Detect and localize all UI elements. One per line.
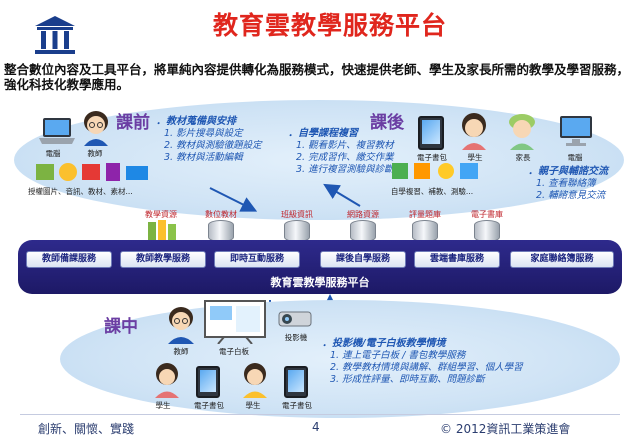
student-in-class-icon-2 — [240, 362, 270, 398]
after-class-items: ．自學課程複習 1. 觀看影片、複習教材 2. 完成習作、繳交作業 3. 進行複… — [288, 128, 418, 176]
resource-label-2: 班級資訊 — [281, 210, 313, 219]
laptop-icon — [38, 116, 76, 146]
parent-items: ．親子與輔諮交流 1. 查看聯絡簿 2. 輔諮意見交流 — [528, 166, 632, 202]
before-item-3: 3. 教材與活動編輯 — [164, 152, 243, 163]
in-class-item-2: 2. 教學教材情境與講解、群組學習、個人學習 — [330, 362, 523, 373]
in-class-item-1: 1. 連上電子白板 / 書包教學服務 — [330, 350, 466, 361]
student-after-icon — [458, 112, 490, 150]
resource-label-1: 數位教材 — [205, 210, 237, 219]
parent-item-1: 1. 查看聯絡簿 — [536, 178, 596, 189]
in-class-label: 課中 — [104, 317, 138, 337]
student-in-class-icon-1 — [152, 362, 182, 398]
self-study-label: 自學複習、補教、測驗... — [390, 187, 474, 196]
digital-materials-db-icon — [208, 220, 234, 242]
teaching-resources-icon — [146, 218, 180, 244]
service-teacher-teaching: 教師教學服務 — [120, 251, 206, 268]
ebook-label-in-class-1: 電子書包 — [194, 401, 224, 410]
parent-item-0: ．親子與輔諮交流 — [528, 166, 608, 177]
computer-after-icon — [556, 114, 596, 148]
in-class-items: ．投影機/電子白板教學情境 1. 連上電子白板 / 書包教學服務 2. 教學教材… — [322, 338, 622, 386]
ebook-label-after: 電子書包 — [417, 153, 447, 162]
ebook-library-db-icon — [474, 220, 500, 242]
after-item-2: 2. 完成習作、繳交作業 — [296, 152, 394, 163]
resource-label-0: 教學資源 — [145, 210, 177, 219]
resource-label-4: 評量題庫 — [409, 210, 441, 219]
in-class-item-0: ．投影機/電子白板教學情境 — [322, 338, 446, 349]
lower-cloud — [60, 300, 620, 418]
parent-icon — [506, 112, 538, 150]
self-study-icons — [390, 160, 482, 182]
in-class-item-3: 3. 形成性評量、即時互動、問題診斷 — [330, 374, 485, 385]
page-number: 4 — [312, 420, 320, 434]
teacher-label-before: 教師 — [87, 149, 103, 158]
teacher-label-in-class: 教師 — [173, 347, 189, 356]
student-label-after: 學生 — [467, 153, 483, 162]
institution-logo-icon — [33, 14, 77, 56]
after-item-3: 3. 進行複習測驗與診斷 — [296, 164, 394, 175]
ebook-in-class-icon-1 — [196, 366, 220, 398]
teacher-before-icon — [80, 110, 112, 146]
parent-item-2: 2. 輔諮意見交流 — [536, 190, 606, 201]
after-class-label: 課後 — [370, 113, 404, 133]
projector-label: 投影機 — [284, 333, 308, 342]
after-item-1: 1. 觀看影片、複習教材 — [296, 140, 394, 151]
resource-label-5: 電子書庫 — [471, 210, 503, 219]
before-class-label: 課前 — [116, 113, 150, 133]
footer-divider — [20, 414, 620, 415]
ebook-in-class-icon-2 — [284, 366, 308, 398]
service-family-contact: 家庭聯絡簿服務 — [510, 251, 614, 268]
ebook-label-in-class-2: 電子書包 — [282, 401, 312, 410]
before-item-0: ．教材蒐備與安排 — [156, 116, 236, 127]
footer-motto: 創新、關懷、實踐 — [38, 422, 135, 436]
computer-label-before: 電腦 — [45, 149, 61, 158]
service-self-study: 課後自學服務 — [320, 251, 406, 268]
ebook-tablet-icon — [418, 116, 444, 150]
after-item-0: ．自學課程複習 — [288, 128, 358, 139]
whiteboard-icon — [204, 300, 266, 345]
teacher-in-class-icon — [164, 306, 198, 344]
footer-copyright: © 2012資訊工業策進會 — [440, 422, 571, 436]
service-teacher-prep: 教師備課服務 — [26, 251, 112, 268]
page-title: 教育雲教學服務平台 — [212, 11, 447, 40]
materials-icons — [34, 160, 154, 184]
before-item-1: 1. 影片搜尋與設定 — [164, 128, 243, 139]
service-cloud-library: 雲端書庫服務 — [414, 251, 500, 268]
student-label-in-class-2: 學生 — [245, 401, 261, 410]
before-class-items: ．教材蒐備與安排 1. 影片搜尋與設定 2. 教材與測驗徹題設定 3. 教材與活… — [156, 116, 286, 164]
whiteboard-label: 電子白板 — [219, 347, 249, 356]
intro-text: 整合數位內容及工具平台，將單純內容提供轉化為服務模式，快速提供老師、學生及家長所… — [4, 62, 630, 92]
web-resources-db-icon — [350, 220, 376, 242]
parent-label: 家長 — [515, 153, 531, 162]
computer-label-after: 電腦 — [567, 153, 583, 162]
assessment-bank-db-icon — [412, 220, 438, 242]
service-realtime-interaction: 即時互動服務 — [214, 251, 300, 268]
materials-label: 授權圖片、音訊、教材、素材... — [28, 187, 133, 196]
class-info-db-icon — [284, 220, 310, 242]
projector-icon — [278, 308, 312, 330]
platform-label: 教育雲教學服務平台 — [270, 276, 370, 289]
before-item-2: 2. 教材與測驗徹題設定 — [164, 140, 262, 151]
resource-label-3: 網路資源 — [347, 210, 379, 219]
student-label-in-class-1: 學生 — [155, 401, 171, 410]
